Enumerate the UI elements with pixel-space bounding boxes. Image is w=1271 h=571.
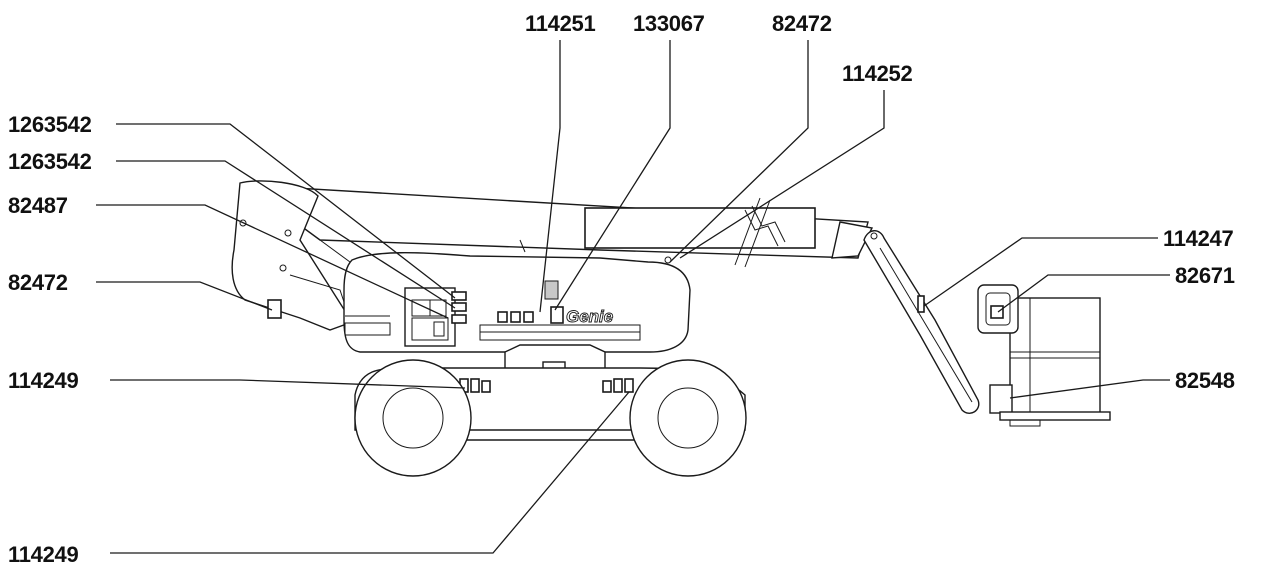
callout-leader-lines [96, 40, 1170, 554]
leader-82671 [997, 274, 1170, 313]
callout-label: 82472 [8, 270, 68, 295]
chassis-decal-right-3 [624, 378, 634, 393]
callout-label: 1263542 [8, 149, 92, 174]
leader-82472-top [669, 40, 809, 263]
callout-label: 114252 [842, 61, 912, 86]
leader-114252 [679, 90, 885, 259]
boom-decal-stripe [584, 207, 816, 249]
platform-decal-82671 [990, 305, 1004, 319]
turntable-decal-b [451, 302, 467, 312]
leader-1263542-a [116, 123, 456, 299]
leader-114247 [923, 237, 1158, 307]
right-wheel [629, 359, 747, 477]
leader-82487 [96, 204, 449, 319]
chassis-decal-left-2 [470, 378, 480, 393]
callout-label: 82472 [772, 11, 832, 36]
turntable-decal-c [451, 314, 467, 324]
turntable-decal-row-2 [510, 311, 521, 323]
turntable-decal-row-3 [523, 311, 534, 323]
leader-133067 [554, 40, 671, 311]
turntable-decal-row-1 [497, 311, 508, 323]
callout-label: 1263542 [8, 112, 92, 137]
chassis-decal-left-3 [481, 380, 491, 393]
jib-boom [831, 221, 980, 414]
main-boom [242, 184, 869, 268]
callout-label: 82671 [1175, 263, 1235, 288]
chassis-decal-right-2 [613, 378, 623, 393]
callout-label: 133067 [633, 11, 705, 36]
callout-labels: 114251 133067 82472 114252 1263542 12635… [8, 11, 1235, 567]
turntable-decal-133067 [550, 306, 564, 324]
turntable: Genie [343, 252, 691, 353]
jib-decal-114247 [917, 295, 925, 313]
leader-82548 [1009, 379, 1170, 399]
leader-114249-bottom [110, 391, 630, 554]
leader-82472-left [96, 281, 273, 311]
callout-label: 82548 [1175, 368, 1235, 393]
callout-label: 82487 [8, 193, 68, 218]
callout-label: 114249 [8, 368, 78, 393]
leader-114249-top [110, 379, 466, 389]
platform-basket [977, 284, 1111, 427]
turntable-shaded-decal [544, 280, 559, 300]
callout-label: 114249 [8, 542, 78, 567]
callout-label: 114247 [1163, 226, 1233, 251]
boom-lift-machine: Genie [231, 180, 1111, 477]
chassis-decal-right-1 [602, 380, 612, 393]
callout-label: 114251 [525, 11, 595, 36]
leader-114251 [539, 40, 561, 313]
left-wheel [354, 359, 472, 477]
genie-logo: Genie [566, 307, 613, 326]
turntable-decal-a [451, 291, 467, 301]
leader-1263542-b [116, 160, 456, 309]
